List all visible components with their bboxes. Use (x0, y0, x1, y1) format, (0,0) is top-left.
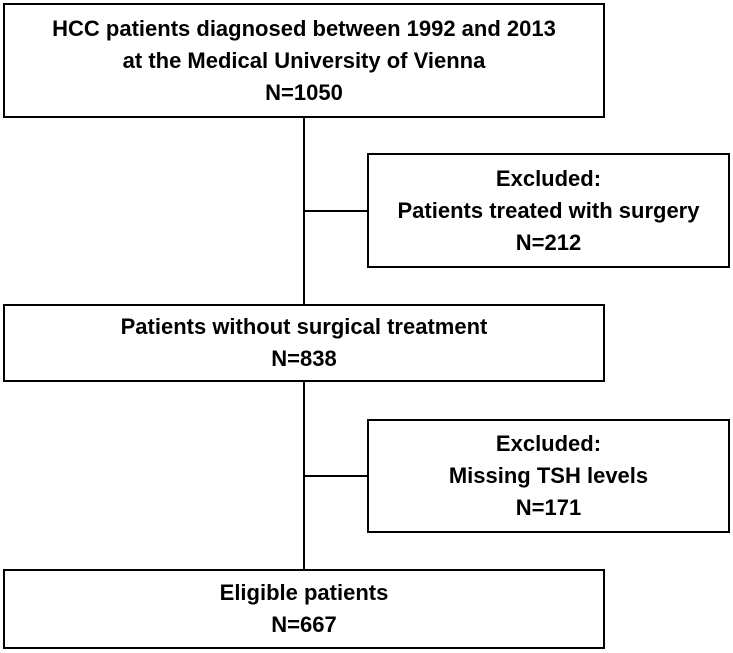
initial-cohort-line1: HCC patients diagnosed between 1992 and … (52, 15, 556, 41)
eligible-box: Eligible patients N=667 (3, 569, 605, 649)
excluded-surgery-box: Excluded: Patients treated with surgery … (367, 153, 730, 268)
no-surgery-box: Patients without surgical treatment N=83… (3, 304, 605, 382)
initial-cohort-count: N=1050 (265, 79, 343, 105)
no-surgery-line1: Patients without surgical treatment (120, 314, 488, 339)
exclusion-branch-line-1 (304, 210, 367, 212)
excluded-surgery-count: N=212 (515, 229, 582, 255)
initial-cohort-box: HCC patients diagnosed between 1992 and … (3, 3, 605, 118)
initial-cohort-line2: at the Medical University of Vienna (122, 47, 486, 73)
exclusion-branch-line-2 (304, 475, 367, 477)
eligible-count: N=667 (271, 612, 337, 637)
excluded-tsh-count: N=171 (515, 495, 582, 520)
eligible-line1: Eligible patients (219, 580, 389, 605)
excluded-surgery-reason: Patients treated with surgery (397, 197, 700, 223)
excluded-surgery-heading: Excluded: (495, 165, 602, 191)
excluded-tsh-heading: Excluded: (495, 431, 602, 456)
no-surgery-count: N=838 (271, 346, 337, 371)
excluded-tsh-box: Excluded: Missing TSH levels N=171 (367, 419, 730, 533)
excluded-tsh-reason: Missing TSH levels (448, 463, 649, 488)
